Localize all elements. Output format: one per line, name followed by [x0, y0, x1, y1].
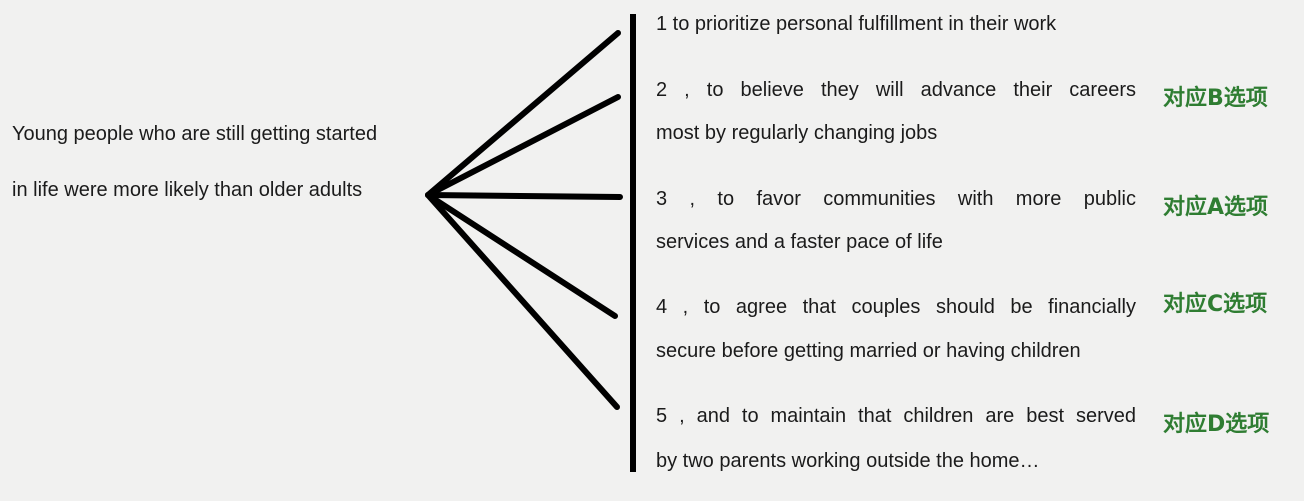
item-1-text: 1 to prioritize personal fulfillment in …: [656, 13, 1057, 35]
item-4-text-line-1: 4 , to agree that couples should be fina…: [656, 296, 1136, 318]
item-5-text-line-2: by two parents working outside the home…: [656, 450, 1040, 472]
item-5-text-line-1: 5 , and to maintain that children are be…: [656, 405, 1136, 427]
item-3-answer-label: 对应A选项: [1163, 195, 1269, 220]
connector-line-5: [425, 192, 620, 410]
item-2-text-line-2: most by regularly changing jobs: [656, 122, 938, 144]
item-2-answer-label: 对应B选项: [1163, 86, 1268, 111]
item-3-text-line-1: 3 , to favor communities with more publi…: [656, 188, 1136, 210]
item-3-text-line-2: services and a faster pace of life: [656, 231, 943, 253]
connector-line-3: [425, 192, 623, 200]
item-2-text-line-1: 2 , to believe they will advance their c…: [656, 79, 1136, 101]
item-4-text-line-2: secure before getting married or having …: [656, 340, 1081, 362]
item-5-answer-label: 对应D选项: [1163, 412, 1270, 437]
connector-line-1: [425, 30, 621, 198]
connector-line-4: [425, 192, 618, 319]
stem-text-line-1: Young people who are still getting start…: [12, 123, 378, 145]
connector-line-2: [425, 94, 621, 198]
stem-text-line-2: in life were more likely than older adul…: [12, 179, 363, 201]
item-4-answer-label: 对应C选项: [1163, 292, 1268, 317]
